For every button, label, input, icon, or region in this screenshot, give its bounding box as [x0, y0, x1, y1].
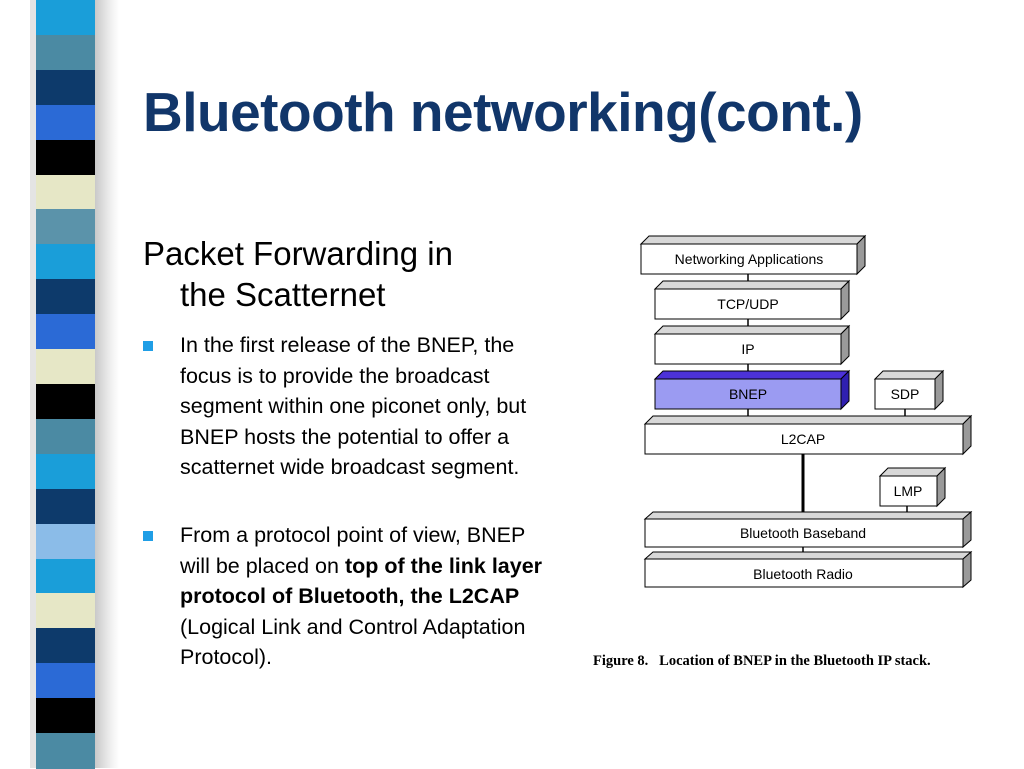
figure-caption: Figure 8. Location of BNEP in the Blueto…	[593, 653, 931, 669]
stripe-bar	[36, 418, 95, 455]
lmp-label: LMP	[894, 483, 923, 499]
decorative-stripe	[0, 0, 119, 769]
bnep-box: BNEP	[653, 369, 851, 411]
lmp-box: LMP	[878, 466, 947, 508]
tcp-udp-box: TCP/UDP	[653, 279, 851, 321]
stripe-bar	[36, 209, 95, 246]
radio-label: Bluetooth Radio	[753, 566, 853, 582]
stripe-bar	[36, 174, 95, 211]
networking-applications-box: Networking Applications	[639, 234, 867, 276]
subtitle-line-2: the Scatternet	[180, 276, 386, 313]
baseband-label: Bluetooth Baseband	[740, 525, 866, 541]
stripe-bar	[36, 698, 95, 735]
stripe-bar	[36, 628, 95, 665]
stripe-edge	[30, 0, 37, 768]
stripe-bar	[36, 733, 95, 769]
slide-title: Bluetooth networking(cont.)	[143, 81, 863, 143]
bullet-text: From a protocol point of view, BNEP will…	[180, 520, 560, 673]
bullet-item: From a protocol point of view, BNEP will…	[143, 520, 563, 710]
stripe-bar	[36, 558, 95, 595]
bullet-square-icon	[143, 341, 153, 351]
sdp-box: SDP	[873, 369, 945, 411]
stripe-bar	[36, 488, 95, 525]
stripe-bar	[36, 523, 95, 560]
stripe-bar	[36, 663, 95, 700]
bullet-text-pre: From a protocol point of view, BNEP will…	[180, 523, 525, 578]
stripe-bar	[36, 314, 95, 351]
stripe-bar	[36, 139, 95, 176]
sdp-label: SDP	[891, 386, 920, 402]
bullet-square-icon	[143, 531, 153, 541]
radio-box: Bluetooth Radio	[643, 550, 973, 589]
protocol-stack-diagram: Networking Applications TCP/UDP IP BNEP …	[593, 234, 973, 669]
stripe-bar	[36, 349, 95, 385]
stripe-bar	[36, 244, 95, 281]
bullet-text-bold: top of the link layer protocol of Blueto…	[180, 553, 543, 609]
stripe-bar	[36, 384, 95, 420]
networking-applications-label: Networking Applications	[675, 251, 824, 267]
stripe-shadow	[95, 0, 119, 768]
stripe-bar	[36, 69, 95, 106]
slide-subtitle: Packet Forwarding in the Scatternet	[143, 233, 573, 315]
bullet-text-post: (Logical Link and Control Adaptation Pro…	[180, 614, 526, 670]
stripe-bar	[36, 0, 95, 36]
l2cap-box: L2CAP	[643, 414, 973, 456]
tcp-udp-label: TCP/UDP	[717, 296, 778, 312]
stripe-bar	[36, 34, 95, 71]
baseband-box: Bluetooth Baseband	[643, 510, 973, 549]
ip-box: IP	[653, 324, 851, 366]
bullet-text: In the first release of the BNEP, the fo…	[180, 333, 527, 479]
stripe-bar	[36, 453, 95, 490]
stripe-bar	[36, 104, 95, 141]
subtitle-line-1: Packet Forwarding in	[143, 235, 453, 272]
stripe-bar	[36, 279, 95, 316]
bullet-item: In the first release of the BNEP, the fo…	[143, 330, 563, 520]
l2cap-label: L2CAP	[781, 431, 825, 447]
stripe-bars	[36, 0, 95, 769]
bnep-label: BNEP	[729, 386, 767, 402]
ip-label: IP	[741, 341, 754, 357]
stripe-bar	[36, 593, 95, 630]
